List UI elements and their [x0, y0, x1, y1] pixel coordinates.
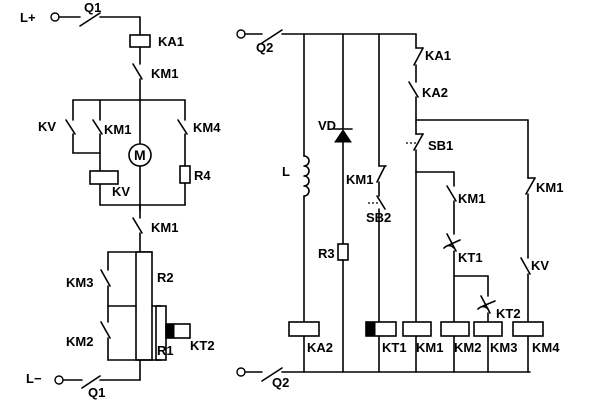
label-supply-negative: L−: [26, 371, 42, 386]
label-km4-contact: KM4: [193, 120, 221, 135]
km2-coil: [440, 321, 470, 337]
supply-negative-terminal: [54, 375, 64, 385]
label-ka2-coil: KA2: [307, 340, 333, 355]
label-ka1-contact: KA1: [425, 48, 451, 63]
r4-resistor: [179, 165, 191, 184]
km1-parallel-contact: [92, 119, 103, 135]
km2-contact: [100, 321, 111, 339]
diode-vd: [333, 128, 353, 143]
label-r4: R4: [194, 168, 211, 183]
label-ka1-coil: KA1: [158, 34, 184, 49]
r2-resistor: [135, 251, 153, 361]
km1-lower-contact: [132, 217, 143, 234]
q1-top-switch: [79, 12, 141, 27]
q1-bottom-switch: [81, 375, 101, 389]
km1-nc-contact-left: [376, 165, 387, 183]
label-kt2-contact: KT2: [496, 306, 521, 321]
label-km1-coil: KM1: [416, 340, 443, 355]
label-km1-contact-right: KM1: [536, 180, 563, 195]
label-diode: VD: [318, 118, 336, 133]
label-km1-nc-left: KM1: [346, 172, 373, 187]
kv-coil: [89, 170, 119, 185]
label-sb1: SB1: [428, 138, 453, 153]
label-km4-coil: KM4: [532, 340, 560, 355]
supply-positive-terminal: [50, 12, 81, 22]
label-inductor: L: [282, 164, 290, 179]
label-kt1-contact: KT1: [458, 250, 483, 265]
label-kv-coil: KV: [112, 184, 130, 199]
km1-main-contact-top: [132, 63, 143, 101]
label-kt2-coil: KT2: [190, 338, 215, 353]
kt2-timed-contact: [477, 295, 496, 314]
label-q2-top: Q2: [256, 40, 273, 55]
label-r1: R1: [157, 343, 174, 358]
label-r3: R3: [318, 246, 335, 261]
label-km2-coil: KM2: [454, 340, 481, 355]
inductor-l: [303, 155, 310, 197]
km1-contact-mid: [446, 185, 457, 202]
km3-contact: [100, 269, 111, 287]
label-ka2-contact: KA2: [422, 85, 448, 100]
label-supply-positive: L+: [20, 10, 36, 25]
sb2-button: [368, 195, 386, 210]
label-kv-contact: KV: [38, 119, 56, 134]
r3-resistor: [337, 243, 349, 261]
ka2-contact: [408, 81, 419, 98]
label-q2-bottom: Q2: [272, 375, 289, 390]
label-km1-contact-mid: KM1: [458, 191, 485, 206]
km1-coil: [402, 321, 432, 337]
label-motor: M: [134, 147, 146, 163]
label-r2: R2: [157, 270, 174, 285]
label-km1-parallel: KM1: [104, 122, 131, 137]
kt1-timed-contact: [443, 233, 461, 252]
label-km3: KM3: [66, 275, 93, 290]
label-km1-lower: KM1: [151, 220, 178, 235]
q2-top-switch: [261, 29, 283, 44]
ka1-nc-contact: [413, 47, 424, 66]
kv-contact-right: [520, 257, 531, 275]
km1-nc-contact-right: [525, 177, 536, 195]
label-kt1-coil: KT1: [382, 340, 407, 355]
label-kv-contact-right: KV: [531, 258, 549, 273]
label-km3-coil: KM3: [490, 340, 517, 355]
km4-contact: [177, 119, 188, 135]
label-q1-top: Q1: [84, 0, 101, 15]
kv-contact: [65, 119, 76, 135]
label-km1-main-top: KM1: [151, 66, 178, 81]
label-q1-bottom: Q1: [88, 385, 105, 400]
label-km2: KM2: [66, 334, 93, 349]
ka1-coil: [129, 34, 151, 48]
left-main-circuit: [50, 12, 191, 389]
ka2-coil: [288, 321, 320, 337]
label-sb2: SB2: [366, 210, 391, 225]
km4-coil: [512, 321, 544, 337]
km3-coil: [473, 321, 503, 337]
sb1-button: [406, 133, 424, 151]
q2-bottom-switch: [261, 367, 283, 382]
right-control-circuit: [236, 29, 544, 382]
